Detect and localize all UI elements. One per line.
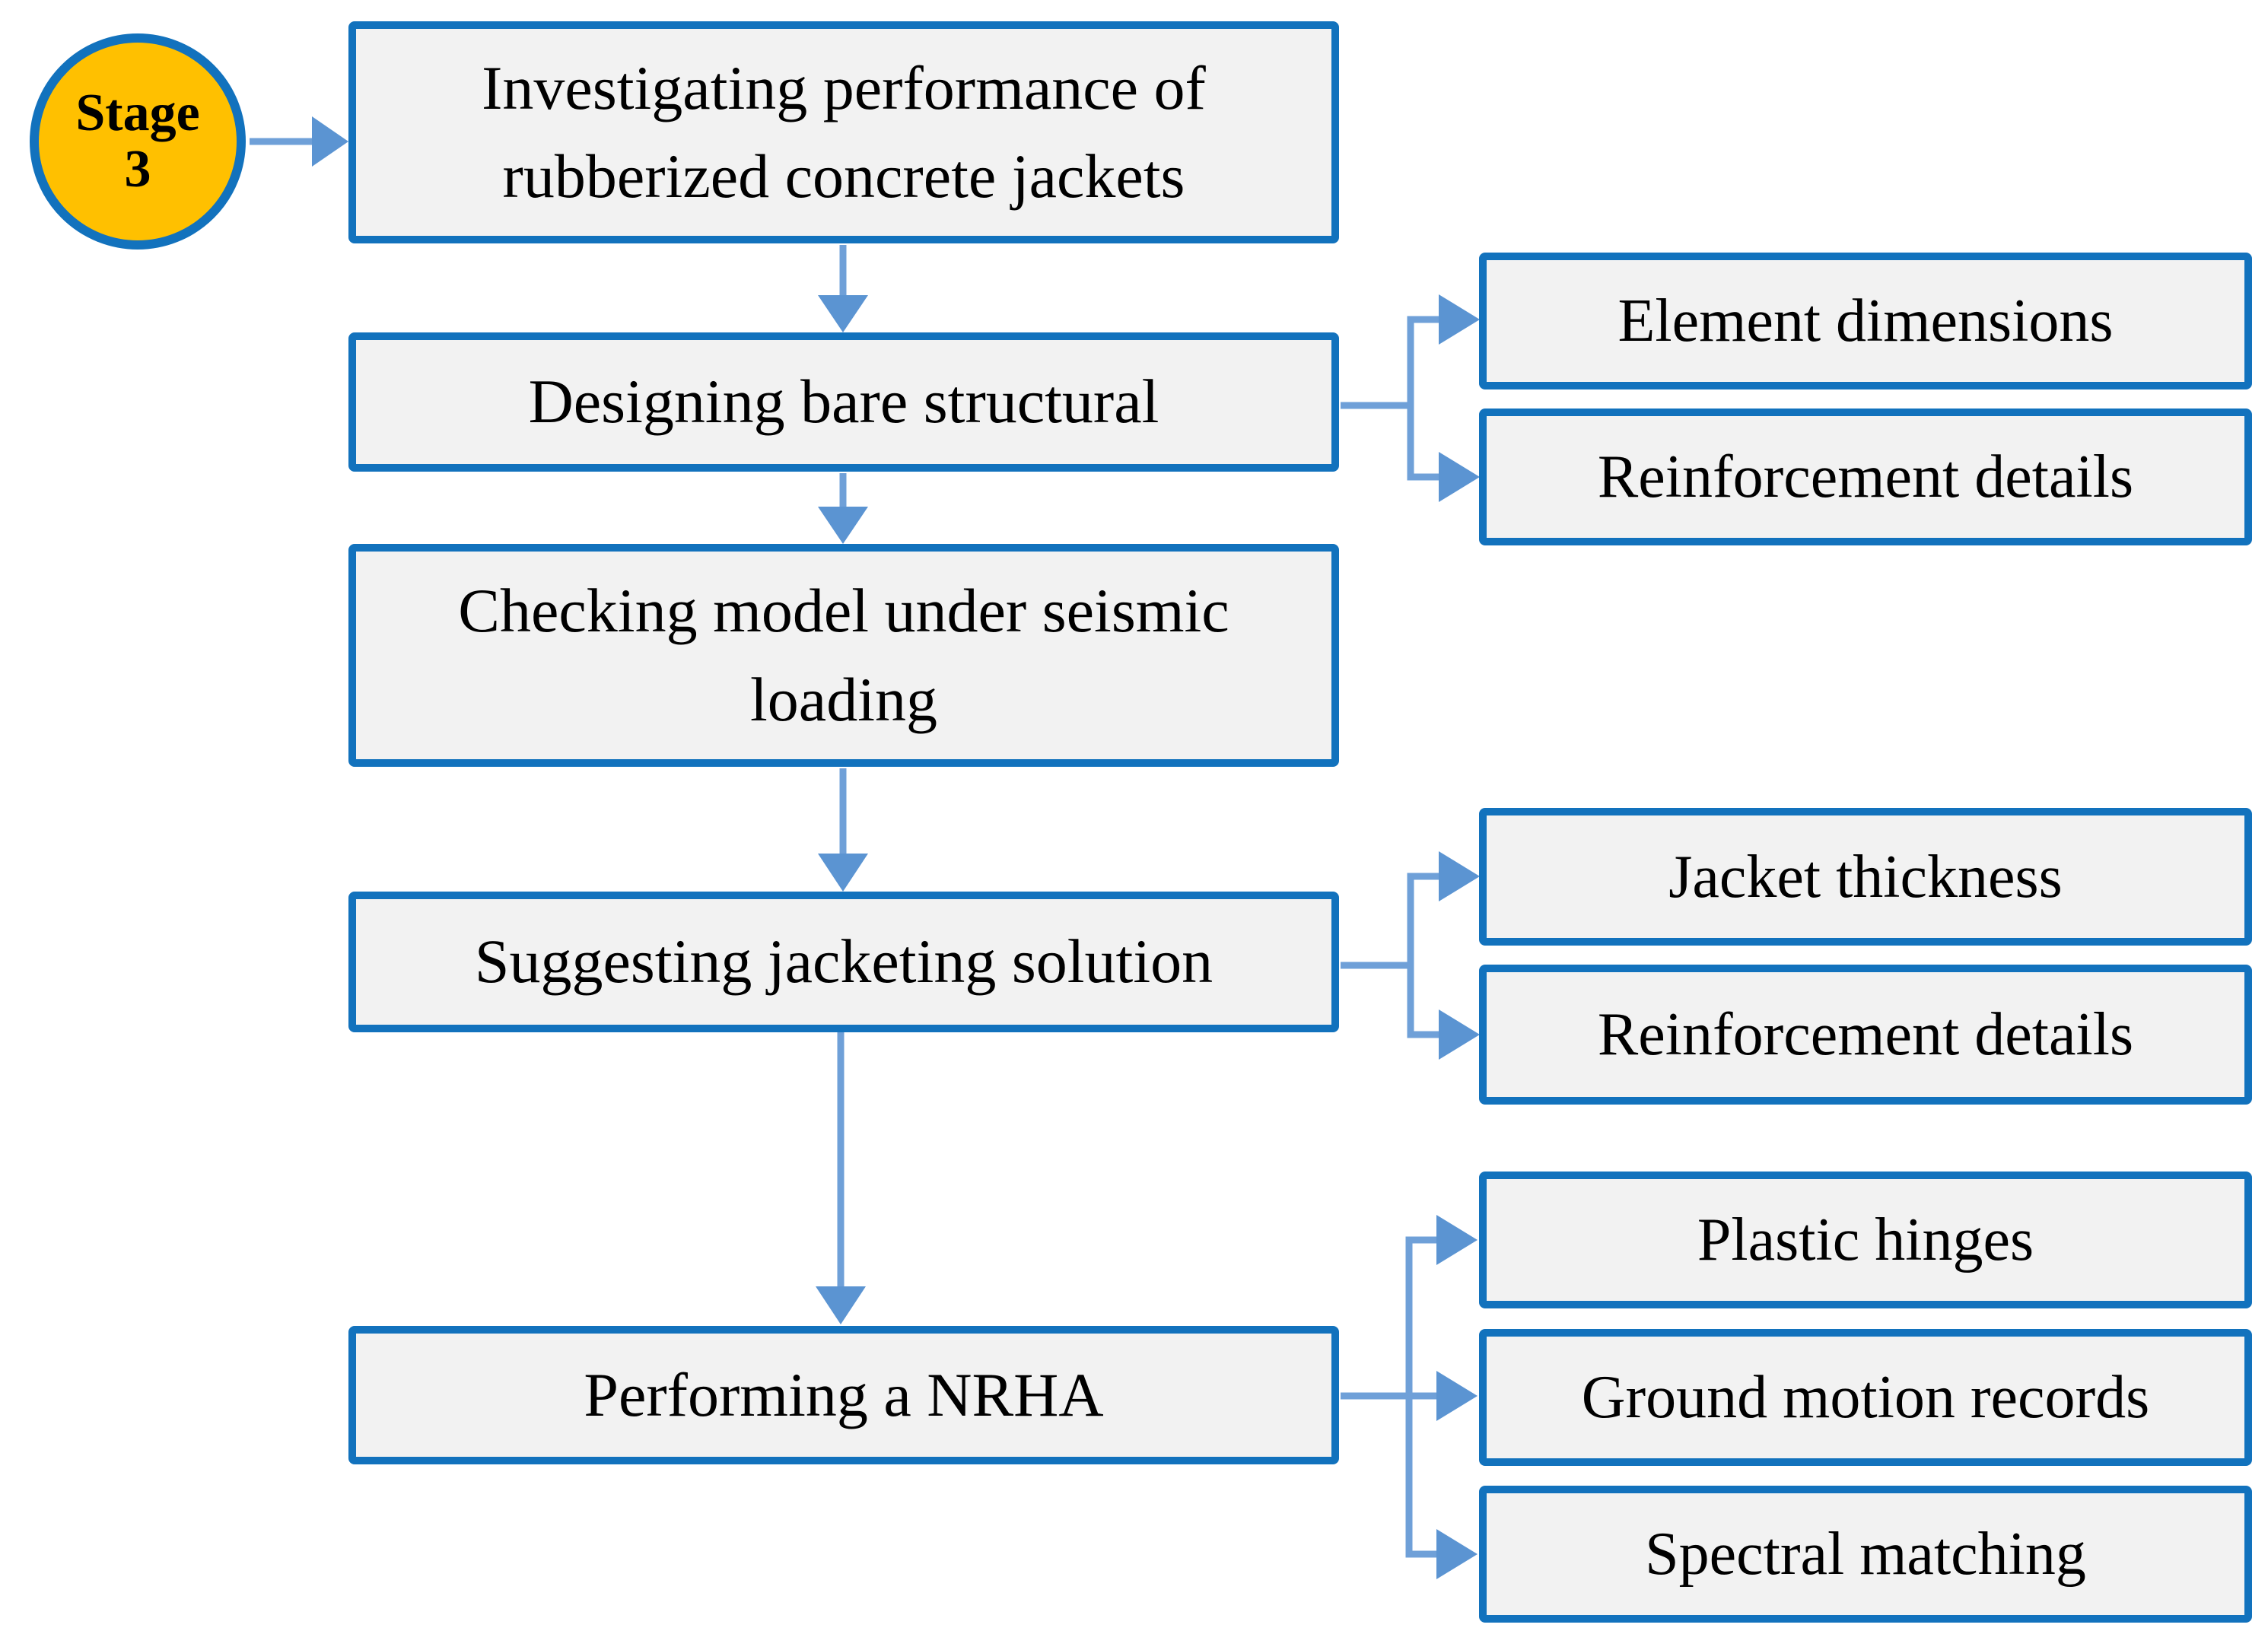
detail-box-reinforcement-details-1: Reinforcement details — [1479, 409, 2252, 545]
detail-box-ground-motion-records: Ground motion records — [1479, 1329, 2252, 1466]
step-label: Checking model under seismic loading — [458, 576, 1229, 734]
detail-box-reinforcement-details-2: Reinforcement details — [1479, 965, 2252, 1105]
detail-box-jacket-thickness: Jacket thickness — [1479, 808, 2252, 946]
detail-box-spectral-matching: Spectral matching — [1479, 1486, 2252, 1623]
step-label: Designing bare structural — [528, 367, 1159, 437]
detail-label: Plastic hinges — [1697, 1207, 2034, 1273]
detail-label: Reinforcement details — [1597, 1001, 2134, 1068]
step-box-checking-model-seismic: Checking model under seismic loading — [348, 544, 1339, 767]
detail-label: Jacket thickness — [1668, 843, 2063, 911]
detail-label: Spectral matching — [1645, 1521, 2086, 1588]
arrow-step4-to-step5 — [816, 1032, 866, 1324]
arrow-step3-to-step4 — [818, 768, 868, 892]
step-box-performing-nrha: Performing a NRHA — [348, 1326, 1339, 1464]
step-label: Performing a NRHA — [584, 1359, 1104, 1429]
step-label: Investigating performance of rubberized … — [482, 52, 1206, 211]
stage-badge-title: Stage — [75, 83, 200, 142]
arrow-step1-to-step2 — [818, 245, 868, 332]
arrow-stage-to-step1 — [250, 116, 348, 167]
detail-label: Ground motion records — [1581, 1364, 2150, 1431]
detail-label: Reinforcement details — [1597, 443, 2134, 510]
step-box-investigating-performance: Investigating performance of rubberized … — [348, 21, 1339, 243]
stage-badge: Stage 3 — [30, 33, 246, 250]
step-box-suggesting-jacketing: Suggesting jacketing solution — [348, 892, 1339, 1032]
detail-label: Element dimensions — [1618, 288, 2114, 354]
step-label: Suggesting jacketing solution — [474, 927, 1214, 997]
branch-step4-details — [1341, 851, 1480, 1060]
arrow-step2-to-step3 — [818, 473, 868, 544]
step-box-designing-bare-structural: Designing bare structural — [348, 332, 1339, 472]
stage-badge-number: 3 — [124, 140, 151, 199]
branch-step5-details — [1341, 1215, 1478, 1579]
detail-box-plastic-hinges: Plastic hinges — [1479, 1172, 2252, 1308]
branch-step2-details — [1341, 294, 1480, 502]
detail-box-element-dimensions: Element dimensions — [1479, 253, 2252, 389]
